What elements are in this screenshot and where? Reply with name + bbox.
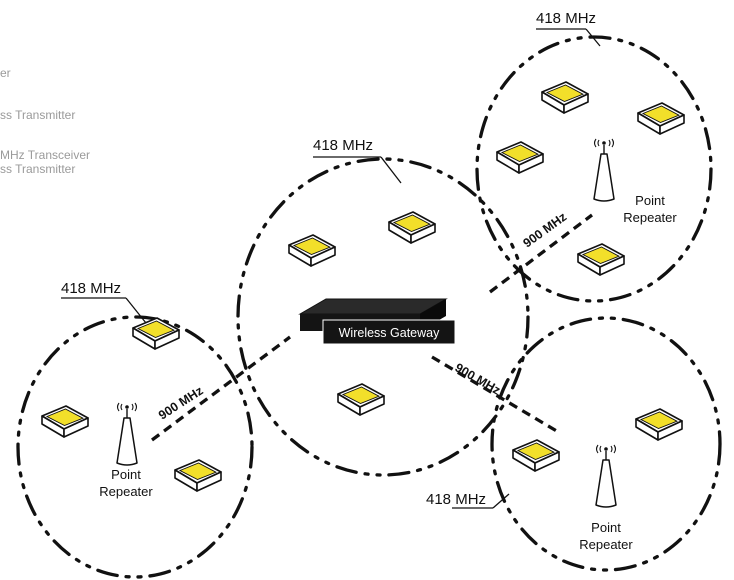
antenna-tower-icon	[595, 444, 617, 508]
legend-line-2: ss Transmitter	[0, 108, 76, 122]
zone-left-label: 418 MHz	[61, 280, 147, 324]
repeater-bottom-right-line2: Repeater	[579, 537, 633, 552]
link-bottom-right-frequency: 900 MHz	[453, 360, 503, 397]
sensor-device-icon	[541, 81, 589, 114]
link-top-right-line	[489, 213, 593, 294]
repeater-top-right-line1: Point	[635, 193, 665, 208]
repeater-left: Point Repeater	[99, 402, 153, 499]
sensor-device-icon	[288, 234, 336, 267]
sensor-device-icon	[337, 383, 385, 416]
zone-left-circle	[16, 315, 254, 579]
sensor-device-icon	[41, 405, 89, 438]
zone-top-right-circle	[475, 35, 713, 303]
sensor-device-icon	[635, 408, 683, 441]
gateway-label: Wireless Gateway	[339, 326, 440, 340]
sensor-device-icon	[132, 317, 180, 350]
sensor-device-icon	[577, 243, 625, 276]
zone-bottom-right-frequency: 418 MHz	[426, 491, 486, 508]
antenna-tower-icon	[593, 138, 615, 202]
legend-line-3: MHz Transceiver	[0, 148, 91, 162]
zone-left-frequency: 418 MHz	[61, 280, 121, 297]
legend: er ss Transmitter MHz Transceiver ss Tra…	[0, 0, 140, 190]
repeater-bottom-right-line1: Point	[591, 520, 621, 535]
repeater-top-right: Point Repeater	[593, 138, 677, 225]
zone-center-circle	[236, 157, 530, 477]
zone-bottom-right-circle	[490, 316, 722, 572]
sensor-device-icon	[512, 439, 560, 472]
link-bottom-right-line	[431, 355, 561, 435]
zone-center-label: 418 MHz	[313, 137, 402, 184]
sensor-device-icon	[174, 459, 222, 492]
zone-bottom-right-label: 418 MHz	[426, 491, 510, 509]
repeater-top-right-line2: Repeater	[623, 210, 677, 225]
sensor-device-icon	[388, 211, 436, 244]
repeater-left-line2: Repeater	[99, 484, 153, 499]
sensor-device-icon	[496, 141, 544, 174]
link-top-right-frequency: 900 MHz	[521, 210, 570, 251]
zone-top-right-label: 418 MHz	[536, 10, 601, 47]
repeater-bottom-right: Point Repeater	[579, 444, 633, 552]
sensor-device-icon	[637, 102, 685, 135]
zone-top-right-frequency: 418 MHz	[536, 10, 596, 27]
link-left-line	[151, 335, 291, 442]
antenna-tower-icon	[116, 402, 138, 466]
wireless-gateway: Wireless Gateway	[298, 298, 456, 345]
legend-line-4: ss Transmitter	[0, 162, 76, 176]
legend-line-1: er	[0, 66, 11, 80]
zone-center-frequency: 418 MHz	[313, 137, 373, 154]
repeater-left-line1: Point	[111, 467, 141, 482]
